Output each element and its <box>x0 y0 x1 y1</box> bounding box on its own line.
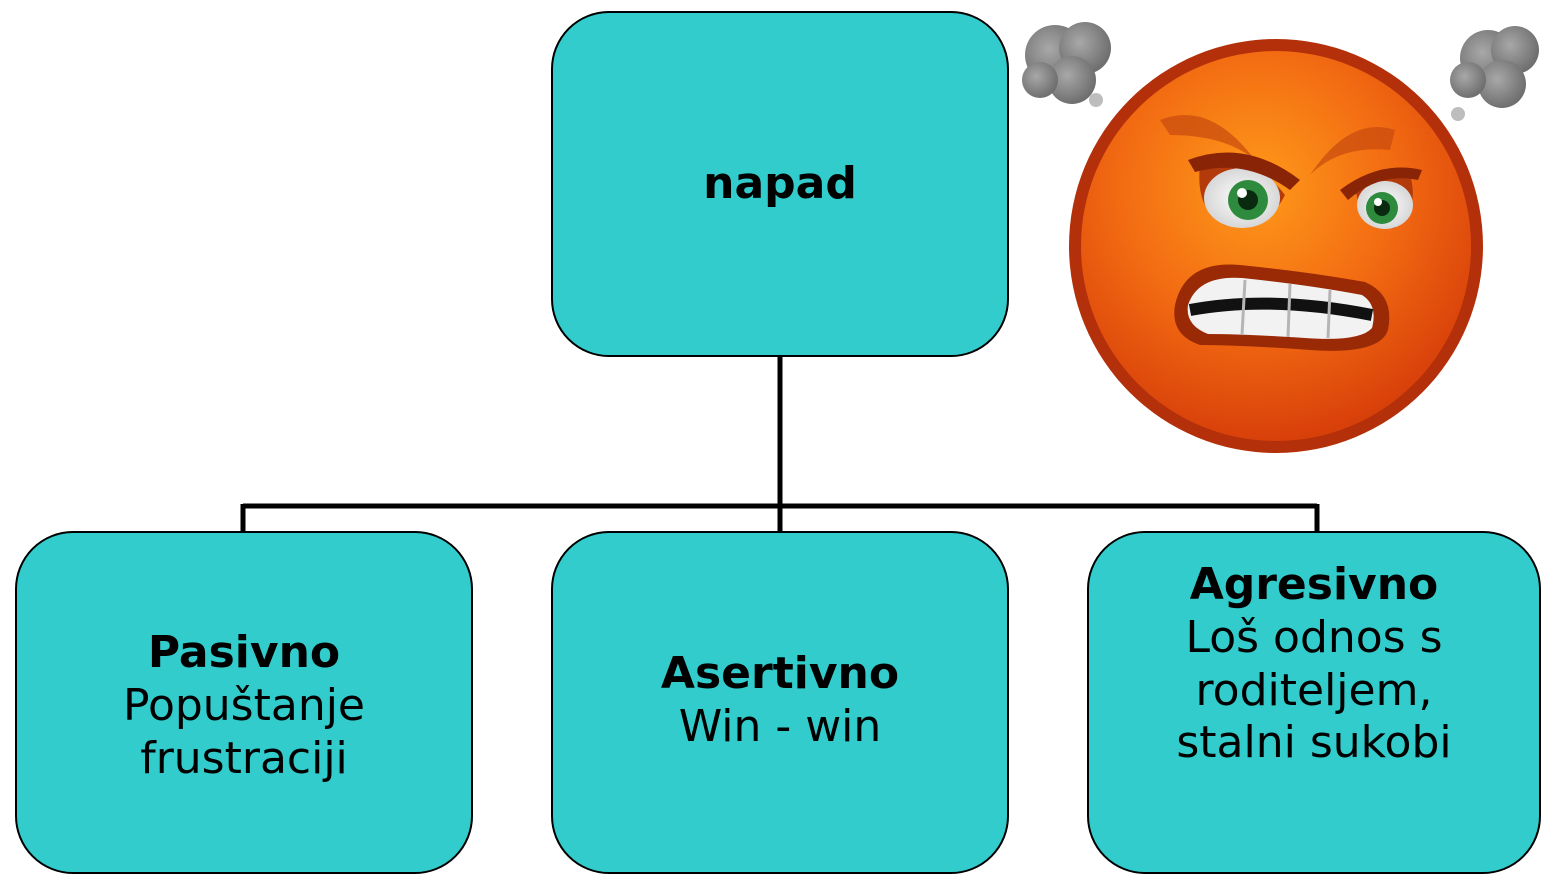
child-node-title: Pasivno <box>147 627 341 679</box>
child-node-title: Asertivno <box>660 647 900 699</box>
smoke-left-icon <box>1022 22 1111 107</box>
right-eye <box>1340 167 1422 229</box>
angry-face-icon <box>1022 22 1539 453</box>
child-node-text: Win - win <box>678 700 882 752</box>
root-node-label: napad <box>703 157 857 209</box>
child-node-agresivno: Agresivno Loš odnos s roditeljem, stalni… <box>1087 531 1541 874</box>
gritted-teeth <box>1174 264 1390 351</box>
child-node-text: Loš odnos s roditeljem, stalni sukobi <box>1176 611 1452 769</box>
child-node-text: Popuštanje frustraciji <box>122 680 366 784</box>
smoke-right-icon <box>1450 26 1539 121</box>
left-eye <box>1188 152 1300 228</box>
child-node-pasivno: Pasivno Popuštanje frustraciji <box>15 531 473 874</box>
child-node-title: Agresivno <box>1189 559 1439 610</box>
root-node: napad <box>551 11 1009 357</box>
child-node-asertivno: Asertivno Win - win <box>551 531 1009 874</box>
